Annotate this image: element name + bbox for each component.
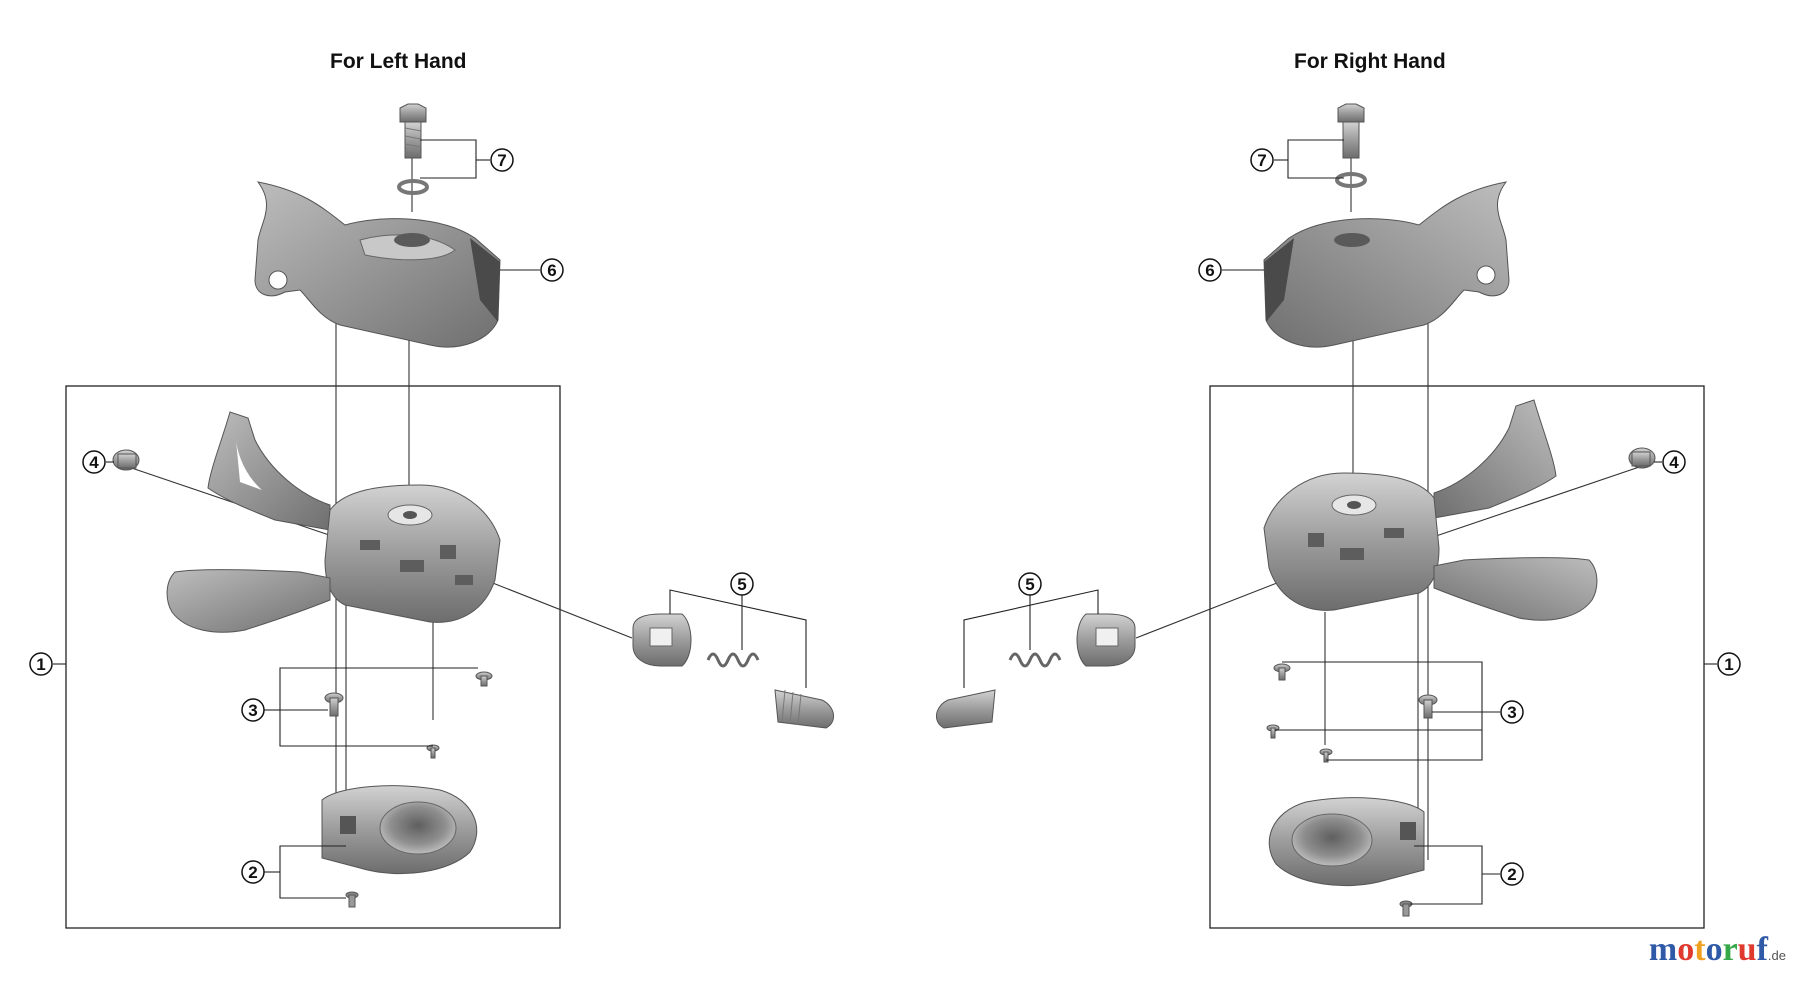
callout-6-left: 6: [540, 258, 564, 282]
part-4-cable-cap: [112, 449, 140, 471]
callout-1-left: 1: [29, 652, 53, 676]
part-1-shifter-body: [166, 411, 501, 633]
svg-text:7: 7: [1257, 151, 1266, 170]
svg-text:2: 2: [1507, 865, 1516, 884]
callout-3-left: 3: [241, 698, 265, 722]
callout-2-left: 2: [241, 860, 265, 884]
watermark-letter: r: [1722, 931, 1738, 968]
callout-5-right: 5: [1018, 572, 1042, 596]
callout-6-right: 6: [1198, 258, 1222, 282]
part-5-adjuster-left: [632, 613, 834, 729]
svg-text:2: 2: [248, 863, 257, 882]
part-6-upper-cover: [254, 181, 501, 348]
right-hand-assembly: [936, 103, 1717, 929]
callout-5-left: 5: [730, 572, 754, 596]
watermark-letter: t: [1694, 931, 1706, 968]
callout-1-right: 1: [1717, 652, 1741, 676]
watermark-letter: m: [1648, 931, 1678, 968]
left-hand-assembly: [53, 103, 834, 929]
right-hand-heading: For Right Hand: [1294, 50, 1446, 73]
part-7-bolt-and-washer: [397, 103, 429, 195]
svg-text:4: 4: [1669, 453, 1679, 472]
watermark-letter: u: [1737, 931, 1757, 968]
watermark-letter: f: [1756, 931, 1768, 968]
callout-4-right: 4: [1662, 450, 1686, 474]
svg-text:1: 1: [1724, 655, 1733, 674]
callout-7-right: 7: [1250, 148, 1274, 172]
svg-text:3: 3: [248, 701, 257, 720]
svg-text:7: 7: [497, 151, 506, 170]
callout-4-left: 4: [82, 450, 106, 474]
callout-markers: 1 2 3 4 5 6 7 1 2 3 4 5 6 7: [29, 148, 1741, 886]
left-hand-heading: For Left Hand: [330, 50, 467, 73]
part-2-bottom-plate: [321, 785, 478, 908]
part-1-boundary-box: [65, 385, 561, 929]
svg-text:5: 5: [737, 575, 746, 594]
svg-text:3: 3: [1507, 703, 1516, 722]
callout-7-left: 7: [490, 148, 514, 172]
svg-text:1: 1: [36, 655, 45, 674]
svg-text:6: 6: [547, 261, 556, 280]
part-1-boundary-box-right: [1209, 385, 1705, 929]
watermark-letter: o: [1705, 931, 1723, 968]
part-3-leader: [279, 667, 478, 747]
callout-2-right: 2: [1500, 862, 1524, 886]
watermark-letter: o: [1677, 931, 1695, 968]
part-3-screws: [324, 671, 493, 759]
left-callout-leaders: [53, 139, 540, 873]
svg-text:4: 4: [89, 453, 99, 472]
motoruf-watermark-logo: motoruf.de: [1649, 931, 1786, 969]
svg-text:6: 6: [1205, 261, 1214, 280]
svg-text:5: 5: [1025, 575, 1034, 594]
callout-3-right: 3: [1500, 700, 1524, 724]
watermark-suffix: .de: [1767, 948, 1786, 963]
